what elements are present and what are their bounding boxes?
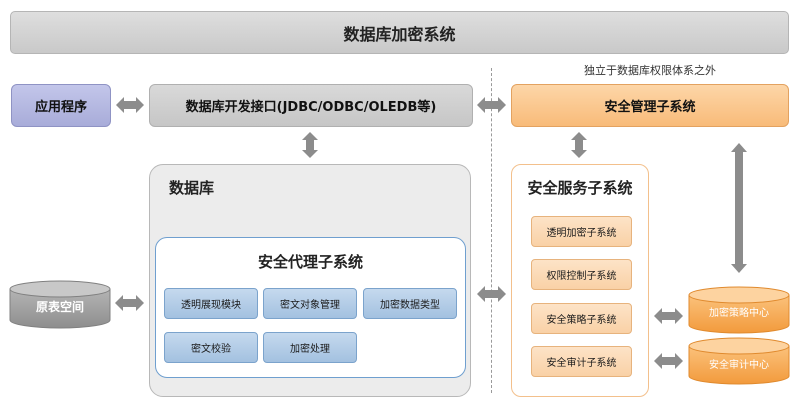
audit-center-label: 安全审计中心 xyxy=(709,360,769,371)
independence-note: 独立于数据库权限体系之外 xyxy=(584,64,716,77)
security-manager-box: 安全管理子系统 xyxy=(511,84,789,127)
service-security-policy: 安全策略子系统 xyxy=(531,303,632,334)
arrow-manager-service xyxy=(571,132,587,158)
module-encrypted-data-type: 加密数据类型 xyxy=(363,288,457,319)
service-subsystem-title: 安全服务子系统 xyxy=(527,179,633,197)
arrow-service-policy xyxy=(654,308,683,324)
arrow-db-service xyxy=(477,286,506,302)
module-transparent-display: 透明展现模块 xyxy=(164,288,258,319)
db-api-box: 数据库开发接口(JDBC/ODBC/OLEDB等) xyxy=(149,84,473,127)
service-transparent-encryption: 透明加密子系统 xyxy=(531,216,632,247)
module-cipher-verify: 密文校验 xyxy=(164,332,258,363)
policy-center-label: 加密策略中心 xyxy=(709,308,769,319)
arrow-api-db xyxy=(302,132,318,158)
service-security-audit: 安全审计子系统 xyxy=(531,346,632,377)
arrow-manager-policy xyxy=(731,143,747,273)
module-encrypt-process: 加密处理 xyxy=(263,332,357,363)
module-cipher-object-mgmt: 密文对象管理 xyxy=(263,288,357,319)
policy-center-cylinder xyxy=(688,286,790,334)
audit-center-cylinder xyxy=(688,337,790,385)
application-box: 应用程序 xyxy=(11,84,111,127)
raw-tablespace-cylinder xyxy=(9,280,111,329)
proxy-subsystem-title: 安全代理子系统 xyxy=(257,253,363,271)
raw-tablespace-label: 原表空间 xyxy=(35,300,84,314)
arrow-tablespace-db xyxy=(115,295,144,311)
arrow-service-audit xyxy=(654,353,683,369)
arrow-app-api xyxy=(116,97,144,113)
boundary-divider xyxy=(491,68,492,393)
database-label: 数据库 xyxy=(169,179,215,197)
arrow-api-manager xyxy=(477,97,506,113)
service-access-control: 权限控制子系统 xyxy=(531,259,632,290)
page-title: 数据库加密系统 xyxy=(10,11,789,54)
